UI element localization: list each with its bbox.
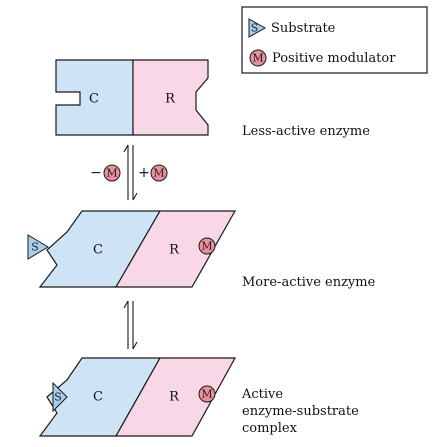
free-substrate-symbol: S <box>31 241 39 254</box>
legend-modulator-icon: M <box>249 49 267 67</box>
state-label-more-active: More-active enzyme <box>242 275 376 290</box>
regulatory-subunit <box>114 357 237 437</box>
state-label-complex-line-1: Active <box>241 387 283 402</box>
regulatory-subunit <box>114 210 237 288</box>
bound-modulator-icon: M <box>198 385 216 403</box>
legend-modulator-symbol: M <box>252 52 263 65</box>
arrow-head-down <box>132 341 138 350</box>
free-substrate-icon: S <box>27 234 49 260</box>
bound-modulator-symbol: M <box>201 240 212 253</box>
add-modulator-sign: + <box>138 165 150 181</box>
remove-modulator-symbol: M <box>106 167 117 180</box>
arrow-head-down <box>132 192 138 201</box>
legend: S Substrate M Positive modulator <box>241 6 428 74</box>
catalytic-label: C <box>93 390 103 405</box>
bound-substrate-symbol: S <box>54 391 62 404</box>
legend-substrate-symbol: S <box>251 22 259 35</box>
arrow-head-up <box>123 144 129 153</box>
enzyme-substrate-complex: S C R M Active enzyme-substrate complex <box>38 357 359 437</box>
less-active-enzyme: C R Less-active enzyme <box>55 59 370 139</box>
modulator-equilibrium: − M + M <box>90 144 168 201</box>
legend-substrate-label: Substrate <box>271 21 336 36</box>
remove-modulator-sign: − <box>90 165 102 181</box>
substrate-equilibrium <box>123 300 138 350</box>
more-active-enzyme: C R M S More-active enzyme <box>27 210 376 290</box>
legend-frame <box>241 6 428 74</box>
add-modulator-symbol: M <box>153 167 164 180</box>
legend-substrate-icon: S <box>248 18 267 38</box>
regulatory-label: R <box>169 390 180 405</box>
remove-modulator-icon: M <box>103 164 121 182</box>
arrow-head-up <box>123 300 129 309</box>
bound-substrate-icon: S <box>52 381 68 413</box>
legend-modulator-label: Positive modulator <box>272 51 396 66</box>
catalytic-label: C <box>93 243 103 258</box>
regulatory-label: R <box>165 92 176 107</box>
catalytic-label: C <box>89 92 99 107</box>
state-label-less-active: Less-active enzyme <box>242 124 370 139</box>
bound-modulator-icon: M <box>198 237 216 255</box>
regulatory-label: R <box>169 243 180 258</box>
add-modulator-icon: M <box>150 164 168 182</box>
state-label-complex-line-2: enzyme-substrate <box>242 404 359 419</box>
regulatory-subunit <box>132 59 209 136</box>
state-label-complex-line-3: complex <box>242 421 298 436</box>
bound-modulator-symbol: M <box>201 388 212 401</box>
